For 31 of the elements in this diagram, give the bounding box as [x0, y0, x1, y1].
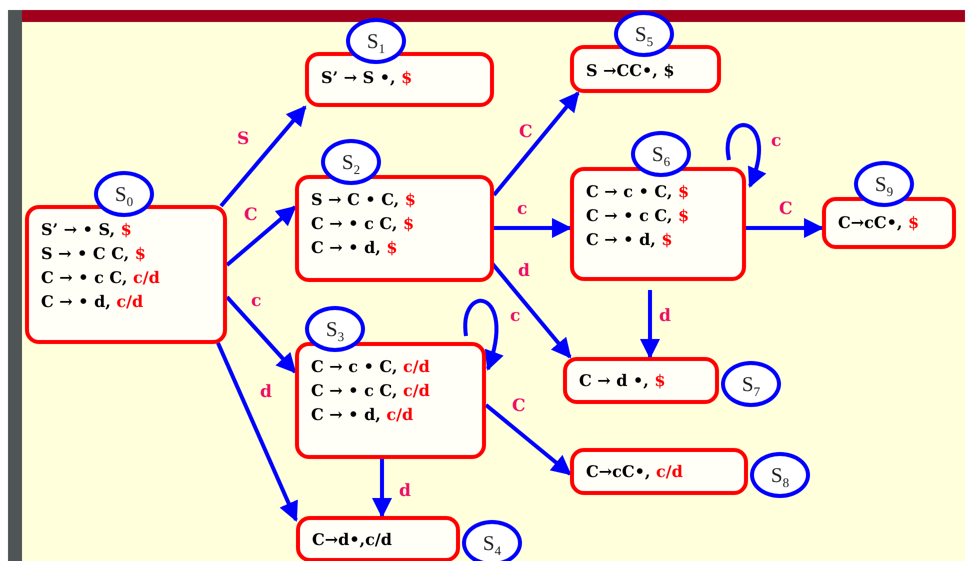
lr-item: S’ → • S, $: [41, 219, 133, 241]
transition-arrow: [746, 218, 824, 238]
transition-arrow: [219, 105, 307, 208]
lr-item: C → • d, $: [311, 237, 399, 259]
transition-arrow: [372, 459, 392, 518]
lr-item: C → c • C, $: [586, 181, 690, 203]
lr-item: C → • d, c/d: [41, 291, 144, 313]
lr-item: C → c • C, c/d: [311, 356, 431, 378]
lr-item: C→cC•, $: [838, 212, 920, 234]
transition-arrow: [484, 403, 572, 476]
transition-arrow: [226, 205, 297, 267]
lr-item: S → • C C, $: [41, 243, 147, 265]
lr-item: C→d•,c/d: [312, 529, 393, 551]
lr-item: C → • c C, c/d: [311, 380, 431, 402]
lr-item: S →CC•, $: [586, 60, 676, 82]
transition-arrow: [216, 342, 298, 522]
lr-item: S → C • C, $: [311, 189, 417, 211]
transition-arrow: [492, 91, 580, 196]
lr-item: C → • d, c/d: [311, 404, 414, 426]
transition-arrow: [463, 298, 503, 371]
lr-item: C → • c C, c/d: [41, 267, 161, 289]
transition-arrow: [226, 296, 296, 374]
lr-item: C → d •, $: [579, 370, 667, 392]
lr-item: C → • c C, $: [586, 205, 690, 227]
transition-arrow: [640, 290, 660, 359]
transition-arrow: [494, 218, 572, 238]
lr-item: S’ → S •, $: [321, 67, 414, 89]
lr-item: C→cC•, c/d: [586, 461, 684, 483]
lr-item: C → • d, $: [586, 229, 674, 251]
transition-arrow: [726, 123, 766, 188]
lr-item: C → • c C, $: [311, 213, 416, 235]
